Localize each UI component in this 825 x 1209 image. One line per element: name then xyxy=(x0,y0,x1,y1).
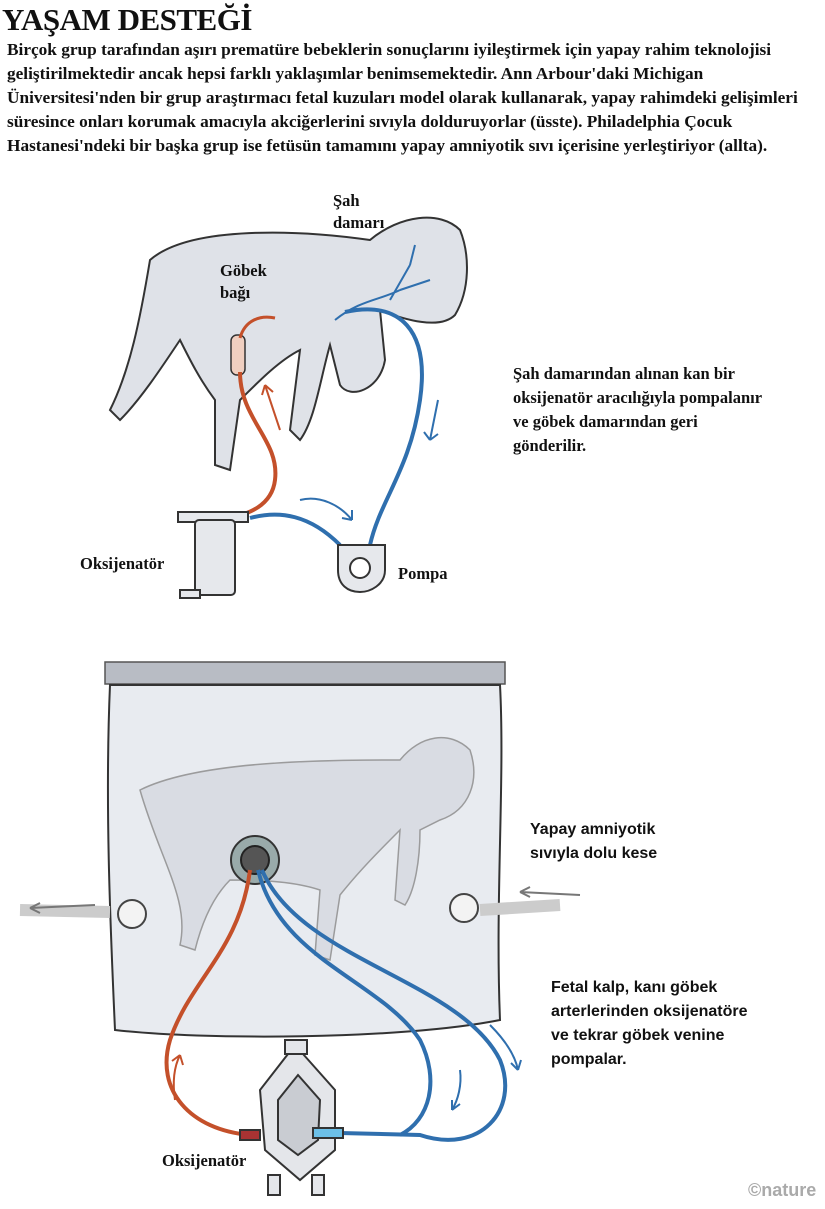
bag-label: Yapay amniyotik sıvıyla dolu kese xyxy=(530,821,658,862)
fetal-lamb-bottom xyxy=(139,736,475,961)
oxygenator-bottom xyxy=(239,1039,344,1196)
venous-tube-bottom-1 xyxy=(256,869,433,1137)
umbilical-port xyxy=(230,835,280,885)
bottom-description: Fetal kalp, kanı göbek arterlerinden oks… xyxy=(551,979,748,1068)
intro-paragraph: Birçok grup tarafından aşırı prematüre b… xyxy=(7,40,798,155)
arterial-tube-bottom xyxy=(164,869,252,1137)
top-description: Şah damarından alınan kan bir oksijenatö… xyxy=(513,364,762,455)
jugular-vessels xyxy=(334,244,431,321)
fluid-port-left xyxy=(19,899,147,929)
pump-icon xyxy=(337,544,386,594)
flow-arrow-icon xyxy=(423,399,439,441)
oxygenator-top xyxy=(177,511,249,599)
flow-arrow-icon xyxy=(489,1024,522,1071)
flow-arrow-icon xyxy=(451,1069,462,1111)
venous-tube-top xyxy=(249,307,424,547)
pump-label: Pompa xyxy=(398,564,448,583)
support-bar xyxy=(104,661,506,685)
fluid-port-right xyxy=(449,886,581,923)
oxygenator-label-top: Oksijenatör xyxy=(80,554,165,573)
page-title: YAŞAM DESTEĞİ xyxy=(2,2,252,37)
oxygenator-label-bottom: Oksijenatör xyxy=(162,1151,247,1170)
umbilical-cord xyxy=(230,334,246,376)
venous-tube-bottom-2 xyxy=(260,869,508,1142)
flow-arrow-icon xyxy=(299,497,353,521)
jugular-label: Şah damarı xyxy=(333,191,385,232)
arterial-tube-to-cord xyxy=(238,315,276,339)
flow-arrow-icon xyxy=(171,1054,184,1101)
umbilical-label: Göbek bağı xyxy=(220,261,267,302)
nature-credit: ©nature xyxy=(748,1180,817,1200)
fetal-lamb-top xyxy=(108,216,468,472)
flow-arrow-icon xyxy=(261,384,281,431)
